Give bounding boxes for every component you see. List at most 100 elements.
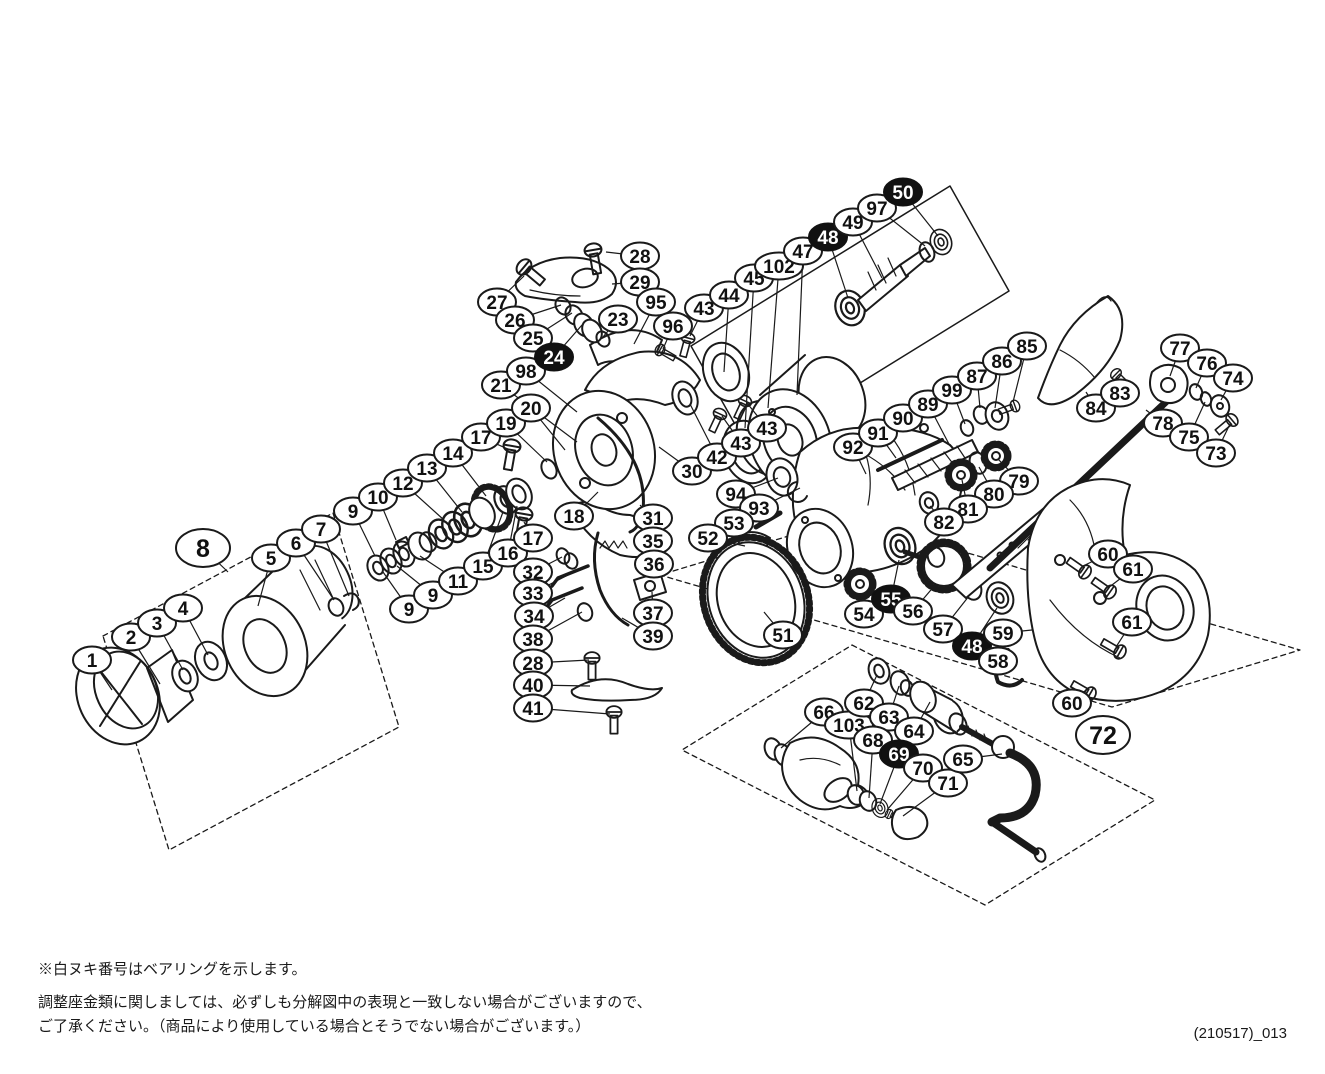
callout-bubble — [1213, 363, 1253, 393]
callout-bubble — [633, 621, 673, 651]
callout-number: 78 — [1152, 414, 1173, 435]
callout-bubble — [636, 287, 676, 317]
callout-number: 53 — [723, 514, 744, 535]
callout-60: 60 — [1052, 688, 1092, 718]
callout-number: 17 — [470, 428, 491, 449]
callout-83: 83 — [1100, 378, 1140, 408]
callout-bubble — [1112, 607, 1152, 637]
callout-number: 80 — [983, 485, 1004, 506]
callout-number: 19 — [495, 414, 516, 435]
callout-bubble — [513, 323, 553, 353]
spool-gasket — [146, 649, 194, 723]
callout-bubble — [688, 523, 728, 553]
callout-number: 28 — [522, 654, 543, 675]
spool-clip-parts — [327, 592, 360, 617]
bearing-callout-50: 50 — [883, 177, 923, 207]
callout-number: 1 — [87, 651, 98, 672]
callout-number: 99 — [941, 381, 962, 402]
callout-number: 4 — [178, 599, 189, 620]
callout-bubble — [1052, 688, 1092, 718]
callout-number: 5 — [266, 549, 277, 570]
callout-bubble — [1160, 333, 1200, 363]
callout-20: 20 — [511, 393, 551, 423]
callout-number: 27 — [486, 293, 507, 314]
callout-98: 98 — [506, 356, 546, 386]
callout-17: 17 — [513, 523, 553, 553]
callout-number: 16 — [497, 544, 518, 565]
callout-number: 14 — [442, 444, 464, 465]
callout-77: 77 — [1160, 333, 1200, 363]
callout-bubble — [1113, 554, 1153, 584]
callout-bubble — [978, 646, 1018, 676]
callout-number: 12 — [392, 474, 413, 495]
callout-bubble — [301, 514, 341, 544]
bearing-callout-24: 24 — [534, 342, 574, 372]
callout-number: 93 — [748, 499, 769, 520]
callout-number: 59 — [992, 624, 1013, 645]
leader-line-47 — [796, 250, 804, 396]
callout-96: 96 — [653, 311, 693, 341]
callout-bubble — [634, 549, 674, 579]
bail-arm — [514, 256, 617, 304]
callout-bubble — [747, 413, 787, 443]
callout-number: 84 — [1085, 399, 1107, 420]
callout-61: 61 — [1113, 554, 1153, 584]
washer-stack — [362, 477, 533, 586]
callout-number: 63 — [878, 708, 899, 729]
callout-number: 43 — [756, 419, 777, 440]
callout-71: 71 — [928, 768, 968, 798]
callout-bubble — [709, 280, 749, 310]
callout-number: 60 — [1061, 694, 1082, 715]
callout-number: 50 — [892, 183, 913, 204]
callout-number: 29 — [629, 273, 650, 294]
callout-number: 85 — [1016, 337, 1038, 358]
body-guard — [1037, 295, 1133, 406]
callout-bubble — [844, 599, 884, 629]
callout-number: 56 — [902, 602, 923, 623]
callout-72: 72 — [1075, 715, 1131, 755]
callout-7: 7 — [301, 514, 341, 544]
callout-44: 44 — [709, 280, 749, 310]
callout-number: 7 — [316, 520, 327, 541]
callout-40: 40 — [513, 670, 553, 700]
callout-number: 23 — [607, 310, 628, 331]
callout-41: 41 — [513, 693, 553, 723]
callout-bubble — [928, 768, 968, 798]
callout-number: 95 — [645, 293, 667, 314]
callout-bubble — [534, 342, 574, 372]
callout-36: 36 — [634, 549, 674, 579]
rotor-screw — [498, 437, 523, 473]
callout-number: 41 — [522, 699, 544, 720]
body-assembly-box — [659, 517, 1301, 708]
callout-bubble — [653, 311, 693, 341]
callout-bubble — [893, 596, 933, 626]
callout-number: 3 — [152, 614, 163, 635]
callout-54: 54 — [844, 599, 884, 629]
callout-1: 1 — [72, 645, 112, 675]
callout-number: 94 — [725, 485, 747, 506]
callout-number: 98 — [515, 362, 536, 383]
callout-number: 30 — [681, 462, 702, 483]
callout-number: 91 — [867, 424, 889, 445]
callout-number: 31 — [642, 509, 664, 530]
callout-number: 62 — [853, 694, 874, 715]
callout-bubble — [1196, 438, 1236, 468]
callout-number: 81 — [957, 500, 979, 521]
callout-28: 28 — [620, 241, 660, 271]
callout-bubble — [506, 356, 546, 386]
callout-number: 25 — [522, 329, 544, 350]
callout-bubble — [513, 523, 553, 553]
callout-number: 20 — [520, 399, 541, 420]
callout-number: 82 — [933, 513, 954, 534]
callout-85: 85 — [1007, 331, 1047, 361]
callout-number: 47 — [792, 242, 813, 263]
reel-body — [1026, 478, 1211, 704]
callout-33: 33 — [513, 578, 553, 608]
callout-number: 79 — [1008, 472, 1029, 493]
callout-52: 52 — [688, 523, 728, 553]
callout-8: 8 — [175, 528, 231, 568]
bearing-note: ※白ヌキ番号はベアリングを示します。 — [38, 961, 307, 978]
callout-bubble — [163, 593, 203, 623]
callout-number: 37 — [642, 604, 663, 625]
